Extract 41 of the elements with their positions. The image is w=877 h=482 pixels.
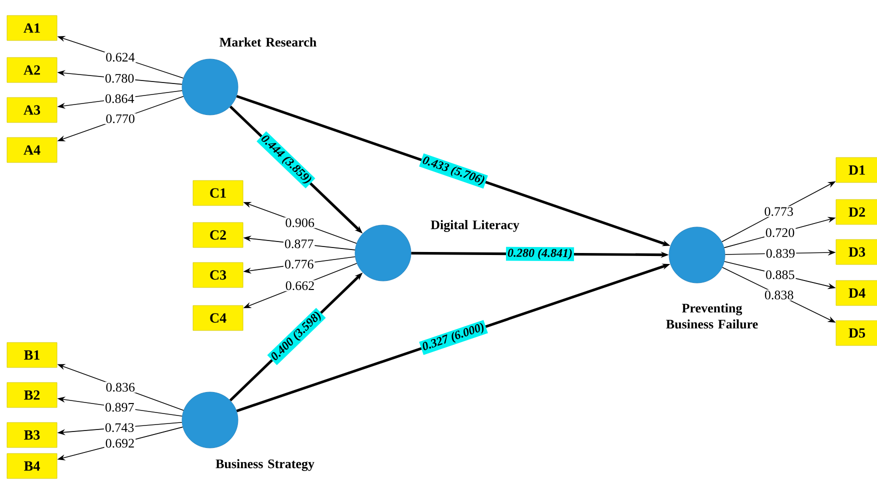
construct-name: Preventing Business Failure xyxy=(666,303,758,329)
loading-label: 0.877 xyxy=(283,238,315,250)
indicator-box: C2 xyxy=(192,222,244,248)
indicator-box: B3 xyxy=(6,422,58,448)
loading-label: 0.776 xyxy=(284,258,315,270)
loading-label: 0.720 xyxy=(764,227,796,238)
indicator-box: D3 xyxy=(836,239,877,265)
loading-label: 0.885 xyxy=(764,269,796,280)
indicator-box: A1 xyxy=(6,15,58,41)
loading-label: 0.897 xyxy=(104,402,136,413)
indicator-box: C4 xyxy=(192,305,244,331)
path-coefficient-label: 0.280 (4.841) xyxy=(506,246,574,262)
loading-label: 0.839 xyxy=(764,248,796,259)
loading-label: 0.906 xyxy=(284,217,316,228)
indicator-box: B1 xyxy=(6,342,58,368)
loading-label: 0.773 xyxy=(763,206,794,217)
loading-label: 0.780 xyxy=(104,72,136,84)
path-coefficient-label: 0.327 (6.000) xyxy=(419,320,488,355)
loading-label: 0.692 xyxy=(104,438,136,449)
indicator-box: B4 xyxy=(6,453,58,479)
loading-label: 0.624 xyxy=(104,52,136,63)
construct-name: Business Strategy xyxy=(216,459,314,471)
indicator-box: A3 xyxy=(6,97,58,123)
loading-label: 0.743 xyxy=(104,422,136,434)
indicator-box: D5 xyxy=(836,320,877,346)
loading-label: 0.662 xyxy=(284,280,316,292)
indicator-box: C1 xyxy=(192,180,244,206)
indicator-box: D4 xyxy=(836,280,877,306)
indicator-box: D1 xyxy=(836,157,877,183)
loading-label: 0.836 xyxy=(104,382,136,393)
indicator-box: B2 xyxy=(6,382,58,408)
loading-label: 0.838 xyxy=(763,290,795,300)
construct-name: Digital Literacy xyxy=(430,220,520,232)
indicator-box: C3 xyxy=(192,262,244,288)
loading-label: 0.770 xyxy=(104,113,136,124)
indicator-box: A4 xyxy=(6,137,58,163)
loading-label: 0.864 xyxy=(104,93,136,104)
indicator-box: D2 xyxy=(836,199,877,225)
path-coefficient-label: 0.433 (5.706) xyxy=(419,153,488,189)
construct-name: Market Research xyxy=(220,37,316,47)
indicator-box: A2 xyxy=(6,57,58,83)
